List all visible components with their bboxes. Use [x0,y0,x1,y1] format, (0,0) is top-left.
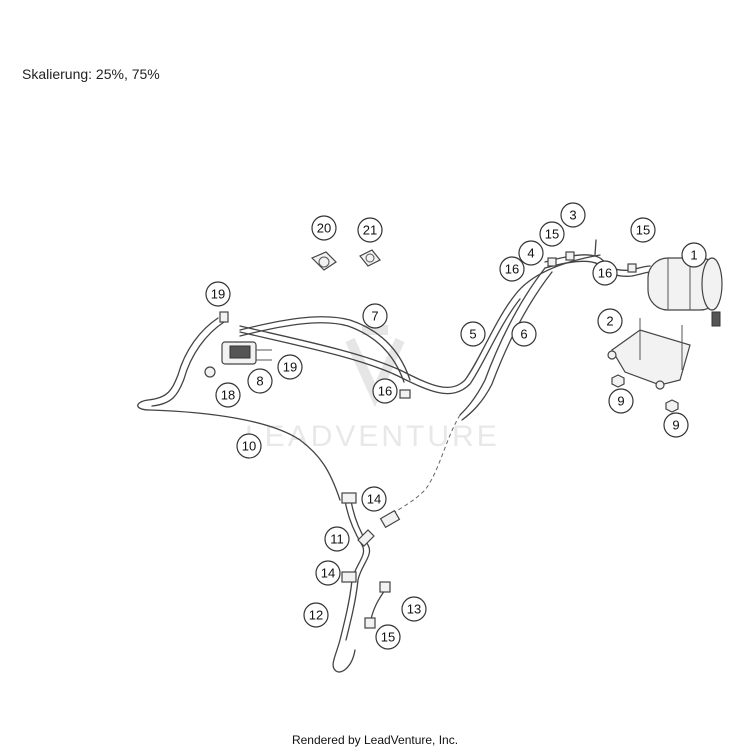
callout-3: 3 [560,202,586,228]
callout-1: 1 [681,242,707,268]
bracket-part-2 [607,318,691,390]
svg-text:14: 14 [321,566,335,581]
fitting-part-16-b [547,257,557,267]
svg-text:18: 18 [221,388,235,403]
callout-9-right: 9 [663,412,689,438]
svg-text:1: 1 [690,248,697,263]
svg-text:2: 2 [606,314,613,329]
svg-text:4: 4 [527,246,534,261]
svg-text:19: 19 [283,360,297,375]
callout-4: 4 [518,240,544,266]
callout-15-upper: 15 [539,221,565,247]
fitting-part-14-b [341,571,357,583]
clamp-part-20 [310,251,337,271]
clamp-part-21 [359,249,381,267]
callout-13: 13 [401,596,427,622]
callout-16-upper: 16 [499,256,525,282]
callout-20: 20 [311,215,337,241]
hose-6 [459,267,553,421]
svg-text:15: 15 [545,227,559,242]
fitting-part-15-c [364,617,376,629]
svg-text:20: 20 [317,221,331,236]
fitting-part-15-b [627,263,637,273]
canister-part-1 [647,257,723,327]
hose-7 [239,316,411,383]
hose-10 [137,317,341,501]
footer-text: Rendered by LeadVenture, Inc. [291,733,459,747]
svg-text:5: 5 [469,327,476,342]
svg-text:7: 7 [371,309,378,324]
fitting-part-19-a [219,311,229,323]
svg-text:3: 3 [569,208,576,223]
svg-text:9: 9 [672,418,679,433]
callout-15-lower: 15 [375,624,401,650]
callout-2: 2 [597,308,623,334]
svg-text:10: 10 [242,439,256,454]
svg-text:9: 9 [617,394,624,409]
hose-dashed [384,414,461,521]
svg-text:11: 11 [330,532,344,547]
svg-text:16: 16 [505,262,519,277]
valve-part-8 [221,341,272,365]
fitting-part-15-a [565,251,575,261]
svg-text:15: 15 [381,630,395,645]
svg-text:16: 16 [378,384,392,399]
connector-dashed-end [379,509,401,529]
scale-caption: Skalierung: 25%, 75% [22,66,160,82]
callout-8: 8 [247,368,273,394]
callout-6: 6 [511,321,537,347]
svg-text:15: 15 [636,223,650,238]
hose-5 [239,254,601,395]
callout-12: 12 [303,602,329,628]
svg-text:16: 16 [598,266,612,281]
callout-7: 7 [362,303,388,329]
grommet-part-18 [204,366,216,378]
fitting-part-11 [357,529,375,547]
callout-9-left: 9 [608,388,634,414]
svg-text:6: 6 [520,327,527,342]
callout-14-upper: 14 [361,486,387,512]
watermark-text: LEADVENTURE [245,420,500,453]
fitting-part-16-a [399,389,411,399]
watermark: LEADVENTURE [245,325,500,453]
svg-text:13: 13 [407,602,421,617]
callout-16-middle: 16 [372,378,398,404]
callout-14-lower: 14 [315,560,341,586]
callout-16-right: 16 [592,260,618,286]
callout-11: 11 [324,526,350,552]
callout-5: 5 [460,321,486,347]
svg-text:14: 14 [367,492,381,507]
fitting-part-13 [379,581,391,593]
callout-10: 10 [236,433,262,459]
svg-text:8: 8 [256,374,263,389]
callout-18: 18 [215,382,241,408]
hose-12 [332,499,371,673]
svg-text:12: 12 [309,608,323,623]
nut-9-b [665,399,679,413]
callout-21: 21 [357,217,383,243]
svg-text:21: 21 [363,223,377,238]
svg-text:19: 19 [211,287,225,302]
nut-9-a [611,374,625,388]
fitting-part-14-a [341,492,357,504]
callout-19-upper: 19 [205,281,231,307]
callout-19-lower: 19 [277,354,303,380]
callout-15-right: 15 [630,217,656,243]
